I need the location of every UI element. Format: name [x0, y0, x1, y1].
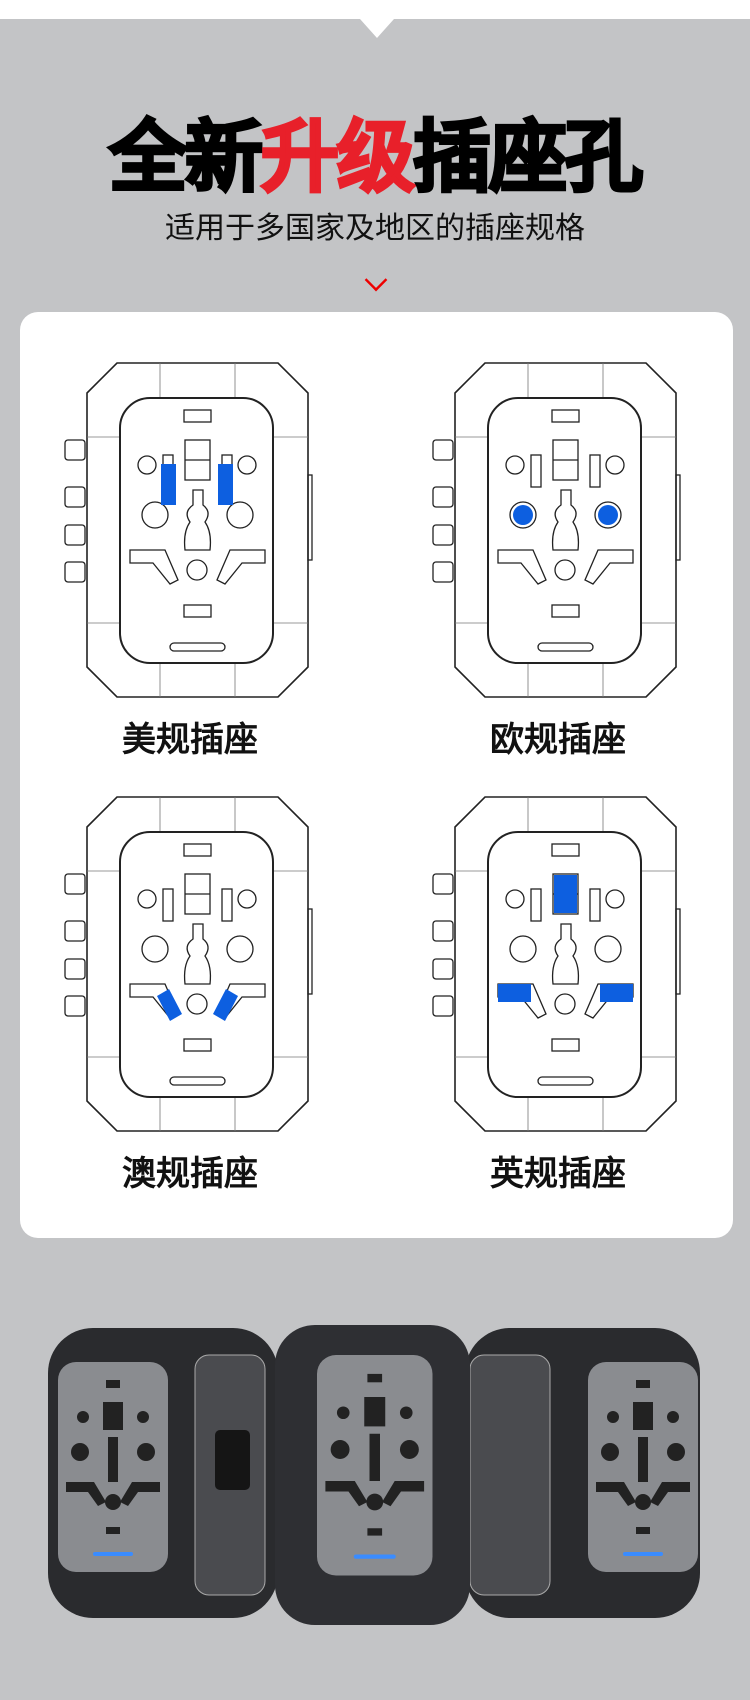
- uk-pin-highlight: [600, 984, 633, 1002]
- adapter-left: [48, 1328, 278, 1618]
- notch-arrow: [360, 19, 394, 38]
- socket-label: 英规插座: [490, 1154, 626, 1194]
- eu-pin-highlight: [598, 505, 618, 525]
- product-photo: [48, 1325, 700, 1625]
- adapter-center: [275, 1325, 470, 1625]
- us-socket-diagram: [64, 362, 313, 698]
- au-socket-diagram: [64, 796, 313, 1132]
- socket-label: 美规插座: [122, 720, 258, 760]
- adapter-right: [465, 1328, 700, 1618]
- us-pin-highlight: [218, 464, 233, 505]
- socket-card: 美规插座 欧规插座 澳规插座 英规插座: [20, 312, 733, 1238]
- eu-pin-highlight: [513, 505, 533, 525]
- uk-pin-highlight: [554, 875, 577, 913]
- socket-label: 澳规插座: [122, 1154, 258, 1194]
- page-title: 全新升级插座孔: [0, 95, 750, 207]
- uk-socket-diagram: [432, 796, 681, 1132]
- top-strip: [0, 0, 750, 19]
- au-pin-highlight: [157, 989, 182, 1021]
- socket-label: 欧规插座: [490, 720, 626, 760]
- title-highlight: 升级: [259, 112, 416, 205]
- au-pin-highlight: [213, 989, 238, 1021]
- chevron-down-icon: [364, 268, 388, 292]
- title-part1: 全新: [107, 112, 264, 205]
- eu-socket-diagram: [432, 362, 681, 698]
- uk-pin-highlight: [498, 984, 531, 1002]
- subtitle: 适用于多国家及地区的插座规格: [165, 211, 585, 246]
- title-part2: 插座孔: [411, 112, 644, 205]
- us-pin-highlight: [161, 464, 176, 505]
